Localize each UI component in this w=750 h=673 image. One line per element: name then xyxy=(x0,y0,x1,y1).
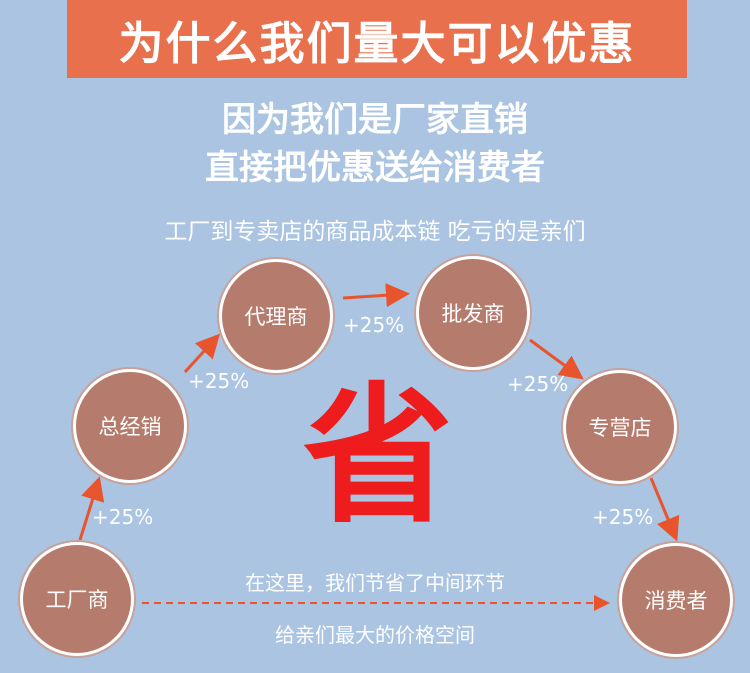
node-consumer-label: 消费者 xyxy=(644,589,708,613)
arrow-factory-to-distributor xyxy=(78,476,105,541)
markup-agent-to-wholesaler: +25% xyxy=(343,313,405,337)
arrow-store-to-consumer xyxy=(649,477,680,542)
node-factory: 工厂商 xyxy=(23,545,131,653)
node-agent-label: 代理商 xyxy=(244,305,308,329)
node-agent: 代理商 xyxy=(222,262,330,370)
node-store: 专营店 xyxy=(566,373,674,481)
markup-store-to-consumer: +25% xyxy=(592,505,654,529)
arrow-agent-to-wholesaler xyxy=(342,283,410,308)
markup-wholesaler-to-store: +25% xyxy=(507,372,569,396)
markup-distributor-to-agent: +25% xyxy=(188,369,250,393)
node-consumer: 消费者 xyxy=(622,546,730,654)
arrow-distributor-to-agent xyxy=(183,333,221,374)
markup-factory-to-distributor: +25% xyxy=(92,505,154,529)
node-distributor-label: 总经销 xyxy=(98,415,162,439)
title-banner: 为什么我们量大可以优惠 xyxy=(67,0,687,78)
banner-title: 为什么我们量大可以优惠 xyxy=(118,16,636,70)
arrow-wholesaler-to-store xyxy=(529,338,584,380)
bottom-note-line-1: 在这里，我们节省了中间环节 xyxy=(245,571,505,595)
bottom-note-line-2: 给亲们最大的价格空间 xyxy=(275,623,475,647)
subtitle-line-1: 因为我们是厂家直销 xyxy=(222,100,528,140)
chain-note: 工厂到专卖店的商品成本链 吃亏的是亲们 xyxy=(164,219,586,245)
save-character: 省 xyxy=(303,370,454,544)
node-wholesaler-label: 批发商 xyxy=(441,302,505,326)
node-wholesaler: 批发商 xyxy=(419,259,527,367)
node-distributor: 总经销 xyxy=(76,372,184,480)
subtitle-line-2: 直接把优惠送给消费者 xyxy=(205,148,545,188)
node-factory-label: 工厂商 xyxy=(45,588,109,612)
node-store-label: 专营店 xyxy=(588,416,652,440)
